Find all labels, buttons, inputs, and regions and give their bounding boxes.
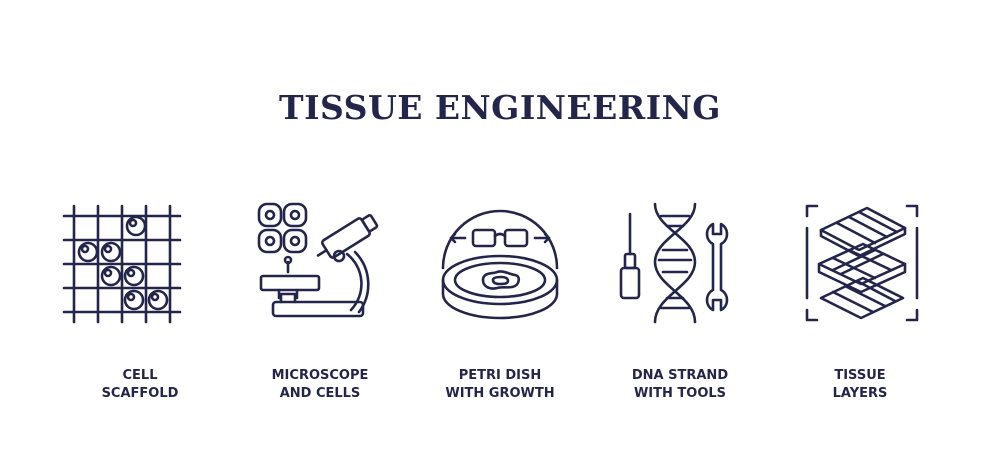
label-dna-tools: DNA STRAND WITH TOOLS (600, 367, 760, 403)
microscope-cells-icon (251, 198, 381, 328)
label-line: PETRI DISH (458, 368, 542, 383)
label-microscope-cells: MICROSCOPE AND CELLS (240, 367, 400, 403)
label-tissue-layers: TISSUE LAYERS (780, 367, 940, 403)
label-line: LAYERS (832, 386, 888, 401)
page-title: TISSUE ENGINEERING (279, 88, 721, 127)
dna-tools-icon (615, 198, 745, 328)
label-line: TISSUE (834, 368, 886, 383)
label-line: CELL (122, 368, 158, 383)
label-line: WITH GROWTH (445, 386, 555, 401)
label-line: DNA STRAND (631, 368, 729, 383)
label-cell-scaffold: CELL SCAFFOLD (60, 367, 220, 403)
label-line: MICROSCOPE (271, 368, 369, 383)
label-petri-dish: PETRI DISH WITH GROWTH (420, 367, 580, 403)
label-line: AND CELLS (279, 386, 361, 401)
petri-dish-icon (435, 198, 565, 328)
tissue-layers-icon (797, 198, 927, 328)
cell-scaffold-icon (56, 198, 186, 328)
label-line: SCAFFOLD (101, 386, 179, 401)
label-line: WITH TOOLS (633, 386, 727, 401)
